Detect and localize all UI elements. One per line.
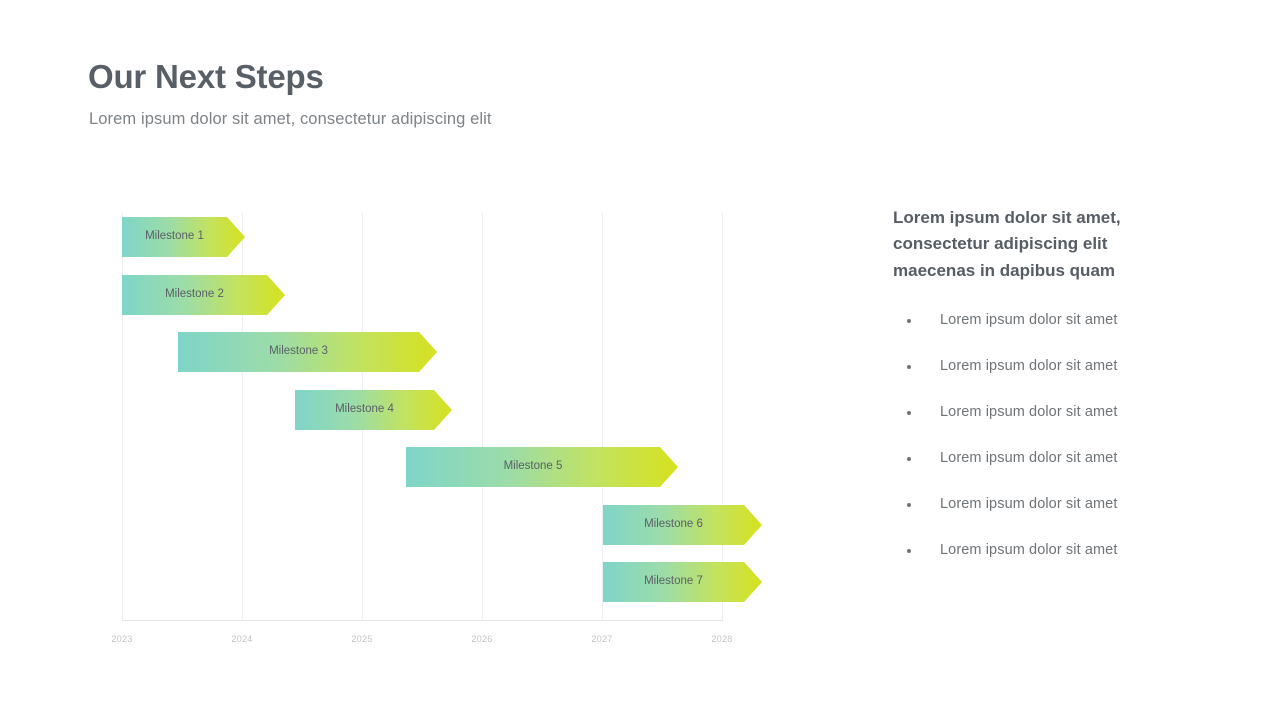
list-item: Lorem ipsum dolor sit amet [893,356,1233,402]
list-item: Lorem ipsum dolor sit amet [893,402,1233,448]
gantt-bar[interactable]: Milestone 3 [178,332,437,372]
bullet-text: Lorem ipsum dolor sit amet [940,450,1118,466]
bullet-dot-icon [907,503,911,507]
panel-heading: Lorem ipsum dolor sit amet, consectetur … [893,208,1121,280]
bullet-text: Lorem ipsum dolor sit amet [940,542,1118,558]
chart-gridline [482,213,483,620]
gantt-bar-label: Milestone 5 [503,460,563,473]
axis-tick-label: 2027 [591,634,613,644]
gantt-bar-label: Milestone 6 [644,518,703,531]
gantt-bar-label: Milestone 4 [335,403,394,416]
bullet-text: Lorem ipsum dolor sit amet [940,312,1118,328]
page-title: Our Next Steps [88,58,324,95]
bullet-dot-icon [907,319,911,323]
gantt-bar[interactable]: Milestone 4 [295,390,452,430]
bullet-text: Lorem ipsum dolor sit amet [940,404,1118,420]
gantt-bar[interactable]: Milestone 2 [122,275,285,315]
bullet-dot-icon [907,411,911,415]
list-item: Lorem ipsum dolor sit amet [893,448,1233,494]
chart-gridline [722,213,723,620]
bullet-text: Lorem ipsum dolor sit amet [940,358,1118,374]
gantt-bar[interactable]: Milestone 5 [406,447,678,487]
gantt-bar[interactable]: Milestone 1 [122,217,245,257]
bullet-dot-icon [907,457,911,461]
axis-tick-label: 2024 [231,634,253,644]
axis-tick-label: 2028 [711,634,733,644]
list-item: Lorem ipsum dolor sit amet [893,540,1233,586]
gantt-bar-label: Milestone 7 [644,575,703,588]
chart-gridline [122,213,123,620]
bullet-text: Lorem ipsum dolor sit amet [940,496,1118,512]
list-item: Lorem ipsum dolor sit amet [893,494,1233,540]
page-subtitle: Lorem ipsum dolor sit amet, consectetur … [89,110,492,128]
gantt-bar-label: Milestone 1 [145,230,204,243]
bullet-dot-icon [907,365,911,369]
side-panel: Lorem ipsum dolor sit amet, consectetur … [893,205,1233,284]
bullet-dot-icon [907,549,911,553]
chart-axis-line [122,620,723,621]
axis-tick-label: 2023 [111,634,133,644]
axis-tick-label: 2025 [351,634,373,644]
gantt-bar[interactable]: Milestone 7 [603,562,762,602]
gantt-bar[interactable]: Milestone 6 [603,505,762,545]
list-item: Lorem ipsum dolor sit amet [893,310,1233,356]
gantt-bar-label: Milestone 3 [269,345,328,358]
chart-gridline [602,213,603,620]
gantt-chart: 2023 2024 2025 2026 2027 2028 Milestone 1 Mile… [111,213,800,644]
chart-gridline [242,213,243,620]
axis-tick-label: 2026 [471,634,493,644]
gantt-bar-label: Milestone 2 [165,288,224,301]
